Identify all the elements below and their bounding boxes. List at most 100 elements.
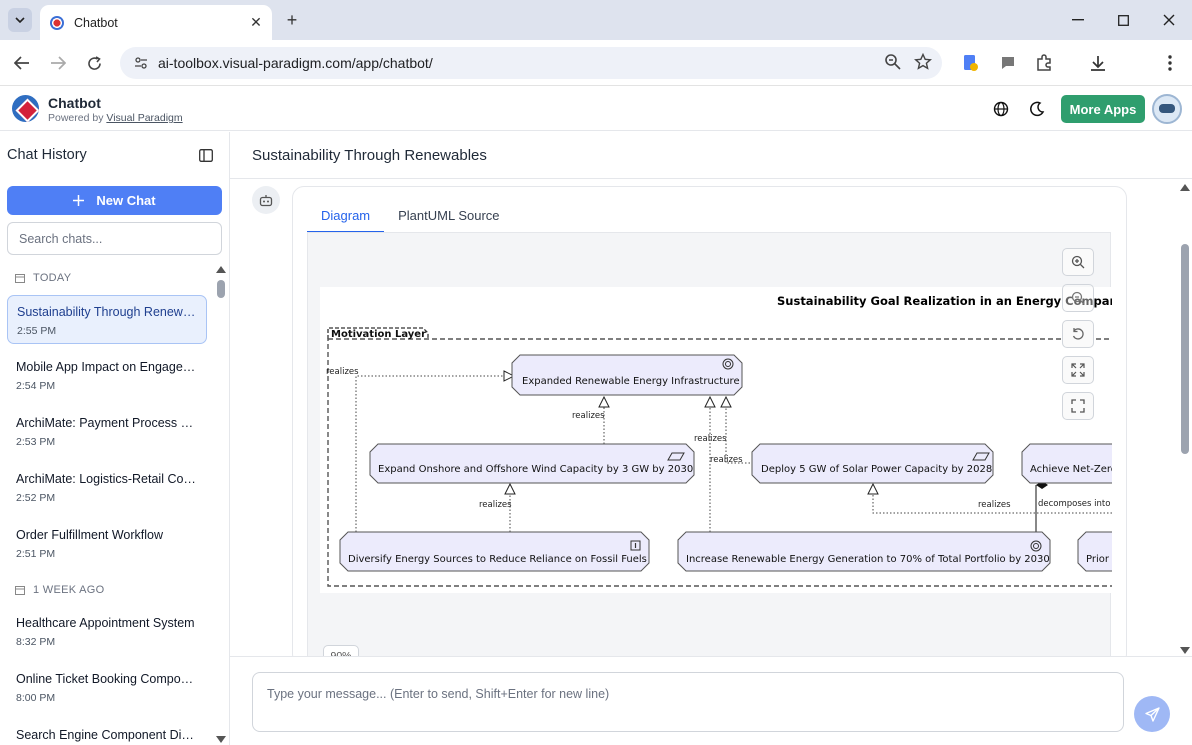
node-wind-capacity[interactable]: Expand Onshore and Offshore Wind Capacit… — [369, 443, 695, 484]
powered-by: Powered by Visual Paradigm — [48, 112, 183, 124]
site-favicon-icon — [50, 15, 64, 30]
new-chat-button[interactable]: New Chat — [7, 186, 222, 215]
chat-item[interactable]: Sustainability Through Renewables 2:55 P… — [7, 295, 207, 344]
node-diversify-sources[interactable]: Diversify Energy Sources to Reduce Relia… — [339, 531, 650, 572]
back-button[interactable] — [10, 51, 34, 75]
scrollbar-thumb[interactable] — [1181, 244, 1189, 454]
visual-paradigm-logo — [12, 95, 39, 122]
tab-search-button[interactable] — [8, 8, 32, 32]
reload-button[interactable] — [82, 51, 106, 75]
chat-item[interactable]: ArchiMate: Logistics-Retail Collaboratio… — [7, 463, 207, 512]
edge-label: realizes — [710, 455, 743, 465]
reset-zoom-button[interactable] — [1062, 320, 1094, 348]
send-button[interactable] — [1134, 696, 1170, 732]
extension-chat-icon[interactable] — [996, 51, 1020, 75]
chat-item[interactable]: Search Engine Component Diagram — [7, 719, 207, 745]
fit-to-screen-button[interactable] — [1062, 356, 1094, 384]
sidebar-scrollbar[interactable] — [216, 264, 226, 745]
chevron-down-icon — [15, 17, 25, 23]
node-expanded-infrastructure[interactable]: Expanded Renewable Energy Infrastructure — [511, 354, 743, 396]
group-tab — [327, 327, 429, 339]
scroll-down-icon[interactable] — [216, 736, 226, 743]
tab-diagram[interactable]: Diagram — [307, 201, 385, 233]
site-settings-icon[interactable] — [134, 56, 148, 70]
browser-menu-icon[interactable] — [1158, 51, 1182, 75]
diagram-canvas[interactable]: Sustainability Goal Realization in an En… — [307, 233, 1112, 665]
app-header: Chatbot Powered by Visual Paradigm — [0, 87, 1192, 131]
chat-item-time: 2:54 PM — [16, 380, 56, 392]
node-increase-generation[interactable]: Increase Renewable Energy Generation to … — [677, 531, 1051, 572]
scrollbar-thumb[interactable] — [217, 280, 225, 298]
tab-title: Chatbot — [74, 15, 118, 30]
main-scrollbar[interactable] — [1178, 182, 1192, 656]
fullscreen-button[interactable] — [1062, 392, 1094, 420]
zoom-out-button[interactable] — [1062, 284, 1094, 312]
bot-message-card: Diagram PlantUML Source Sustainability G… — [292, 186, 1127, 666]
chat-item-title: Sustainability Through Renewables — [17, 305, 197, 319]
node-label: Achieve Net-Zero — [1030, 464, 1112, 475]
close-window-button[interactable] — [1157, 8, 1181, 32]
node-prior[interactable]: Prior — [1077, 531, 1112, 572]
chat-item[interactable]: Healthcare Appointment System 8:32 PM — [7, 607, 207, 656]
scroll-up-icon[interactable] — [1180, 184, 1190, 191]
chat-item-time: 2:51 PM — [16, 548, 56, 560]
message-input[interactable] — [252, 672, 1124, 732]
address-bar[interactable]: ai-toolbox.visual-paradigm.com/app/chatb… — [120, 47, 942, 79]
browser-tabbar: Chatbot ✕ + — [0, 0, 1192, 40]
maximize-icon — [1117, 14, 1129, 26]
group-label: TODAY — [33, 272, 72, 284]
url-text: ai-toolbox.visual-paradigm.com/app/chatb… — [158, 55, 433, 71]
node-net-zero[interactable]: Achieve Net-Zero — [1021, 443, 1112, 484]
bookmark-star-icon[interactable] — [914, 53, 932, 71]
language-globe-icon[interactable] — [991, 99, 1011, 119]
chatbot-avatar[interactable] — [1152, 94, 1182, 124]
chat-item[interactable]: ArchiMate: Payment Process Flow 2:53 PM — [7, 407, 207, 456]
edge-label: realizes — [326, 367, 359, 377]
group-header-1-week-ago: 1 WEEK AGO — [15, 584, 104, 596]
tabs-underline — [307, 232, 1111, 233]
node-label: Expand Onshore and Offshore Wind Capacit… — [378, 464, 693, 475]
chat-history-sidebar: Chat History New Chat TODAY Sustainabili… — [0, 132, 230, 745]
divider — [230, 178, 1192, 179]
fit-screen-icon — [1071, 363, 1085, 377]
close-icon — [1163, 14, 1175, 26]
node-solar-capacity[interactable]: Deploy 5 GW of Solar Power Capacity by 2… — [751, 443, 994, 484]
chat-item[interactable]: Online Ticket Booking Components 8:00 PM — [7, 663, 207, 712]
tab-close-icon[interactable]: ✕ — [250, 14, 262, 30]
chat-item-title: ArchiMate: Payment Process Flow — [16, 416, 196, 430]
scroll-down-icon[interactable] — [1180, 647, 1190, 654]
more-apps-button[interactable]: More Apps — [1061, 95, 1145, 123]
visual-paradigm-link[interactable]: Visual Paradigm — [106, 112, 183, 124]
conversation-title: Sustainability Through Renewables — [252, 147, 487, 164]
extension-doc-icon[interactable] — [958, 51, 982, 75]
plus-icon — [73, 195, 85, 206]
powered-by-text: Powered by — [48, 112, 104, 124]
reset-icon — [1072, 328, 1084, 340]
edge-label: realizes — [572, 411, 605, 421]
chat-item-title: Search Engine Component Diagram — [16, 728, 196, 742]
sidebar-toggle-button[interactable] — [197, 146, 215, 164]
tab-plantuml-source[interactable]: PlantUML Source — [398, 208, 500, 223]
message-input-area — [230, 656, 1192, 745]
calendar-icon — [15, 274, 25, 283]
new-tab-button[interactable]: + — [286, 9, 298, 30]
browser-tab[interactable]: Chatbot ✕ — [40, 5, 272, 40]
chat-item-time: 8:00 PM — [16, 692, 56, 704]
maximize-button[interactable] — [1111, 8, 1135, 32]
download-icon[interactable] — [1086, 51, 1110, 75]
zoom-icon[interactable] — [884, 53, 902, 71]
scroll-up-icon[interactable] — [216, 266, 226, 273]
search-chats-input[interactable] — [7, 222, 222, 255]
minimize-button[interactable] — [1066, 8, 1090, 32]
chat-item[interactable]: Mobile App Impact on Engagement 2:54 PM — [7, 351, 207, 400]
chat-item-time: 2:52 PM — [16, 492, 56, 504]
dark-mode-moon-icon[interactable] — [1027, 99, 1047, 119]
archimate-diagram: Sustainability Goal Realization in an En… — [320, 287, 1112, 593]
group-label: Motivation Layer — [331, 329, 426, 340]
extensions-puzzle-icon[interactable] — [1032, 51, 1056, 75]
node-label: Deploy 5 GW of Solar Power Capacity by 2… — [761, 464, 992, 475]
new-chat-label: New Chat — [96, 193, 156, 208]
chat-item[interactable]: Order Fulfillment Workflow 2:51 PM — [7, 519, 207, 568]
zoom-in-button[interactable] — [1062, 248, 1094, 276]
forward-button[interactable] — [46, 51, 70, 75]
